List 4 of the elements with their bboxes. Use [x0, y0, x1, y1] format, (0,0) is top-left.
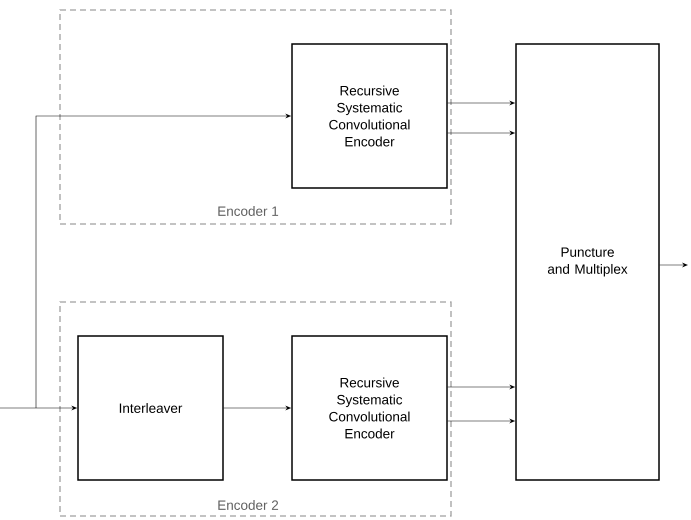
process-box: Recursive Systematic Convolutional Encoder — [291, 43, 448, 189]
process-box: Interleaver — [77, 335, 224, 481]
process-box: Puncture and Multiplex — [515, 43, 660, 481]
process-box: Recursive Systematic Convolutional Encoder — [291, 335, 448, 481]
